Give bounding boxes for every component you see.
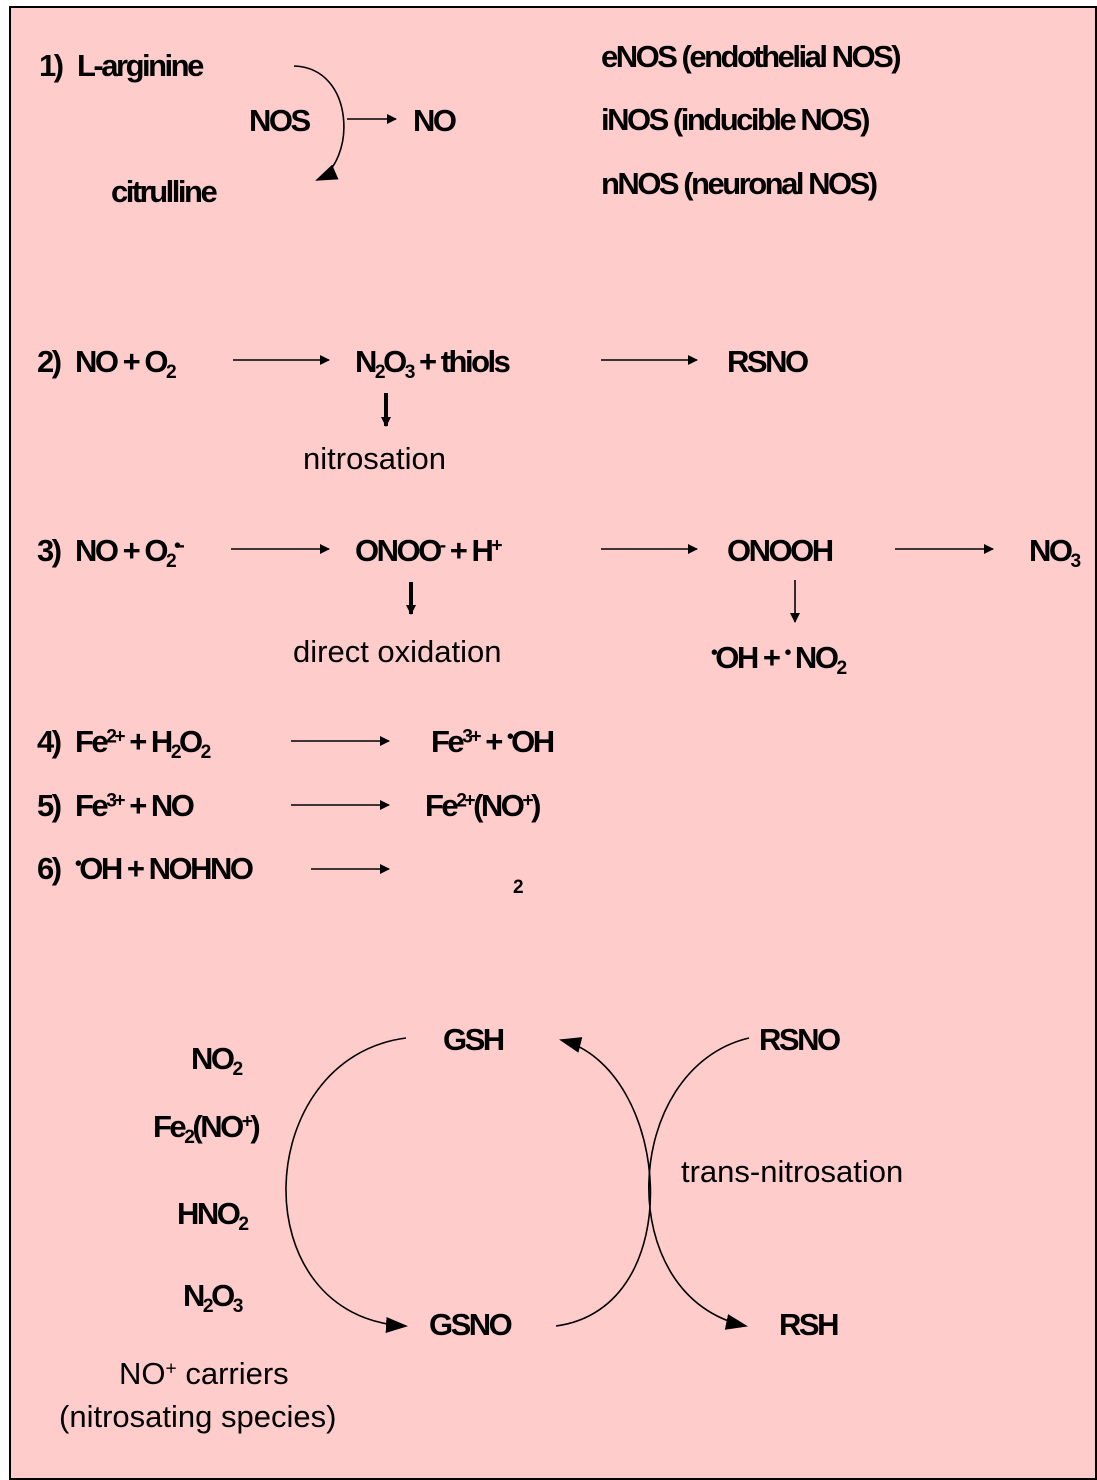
cycle-rsno: RSNO [759,1022,841,1057]
r1-curved-arrow [293,65,345,181]
r3-peroxynitrite: ONOO- + H+ [355,533,503,568]
cycle-rsh: RSH [779,1307,839,1342]
r3-number: 3) [37,533,62,568]
r6-product-subscript: 2 [513,877,524,898]
r5-number: 5) [37,788,62,823]
r3-reactants: NO + O2•- [75,533,185,573]
r3-onooh: ONOOH [727,533,834,568]
carrier-hno2: HNO2 [177,1196,249,1236]
r3-direct-oxidation-label: direct oxidation [293,634,502,669]
carriers-caption: NO+ carriers [119,1356,289,1391]
gsh-to-gsno-arc [285,1037,408,1333]
r4-number: 4) [37,724,62,759]
cycle-trans-nitrosation-label: trans-nitrosation [681,1154,904,1189]
diagram-frame: 1) L-arginine NOS NO citrulline eNOS (en… [9,6,1097,1480]
r6-reactants: •OH + NOHNO [75,851,254,886]
r2-nitrosation-label: nitrosation [303,441,447,476]
r1-nos-enzyme: NOS [249,103,311,138]
r3-nitrate: NO3 [1029,533,1081,573]
isoform-enos: eNOS (endothelial NOS) [601,39,902,74]
r5-products: Fe2+(NO+) [425,788,541,823]
r3-radical-products: •OH + • NO2 [711,640,847,680]
r2-intermediate: N2O3 + thiols [355,344,511,384]
r5-reactants: Fe3+ + NO [75,788,195,823]
carrier-fe-no: Fe2(NO+) [153,1109,261,1149]
r4-reactants: Fe2+ + H2O2 [75,724,211,764]
rsno-to-rsh-arc [648,1037,750,1330]
r1-no-product: NO [413,103,457,138]
carriers-caption-line2: (nitrosating species) [59,1399,337,1434]
cycle-gsh: GSH [443,1022,505,1057]
isoform-inos: iNOS (inducible NOS) [601,102,870,137]
r2-reactants: NO + O2 [75,344,177,384]
r2-rsno: RSNO [727,344,809,379]
r4-products: Fe3+ + •OH [431,724,555,759]
r6-number: 6) [37,851,62,886]
cycle-gsno: GSNO [429,1307,513,1342]
r1-l-arginine: L-arginine [77,48,204,83]
r1-number: 1) [39,48,64,83]
carrier-no2: NO2 [191,1041,243,1081]
r2-number: 2) [37,344,62,379]
carrier-n2o3: N2O3 [183,1278,243,1318]
isoform-nnos: nNOS (neuronal NOS) [601,166,878,201]
gsno-to-gsh-arc [555,1037,652,1327]
r1-citrulline: citrulline [111,174,218,209]
reaction-arrows [231,65,994,1333]
